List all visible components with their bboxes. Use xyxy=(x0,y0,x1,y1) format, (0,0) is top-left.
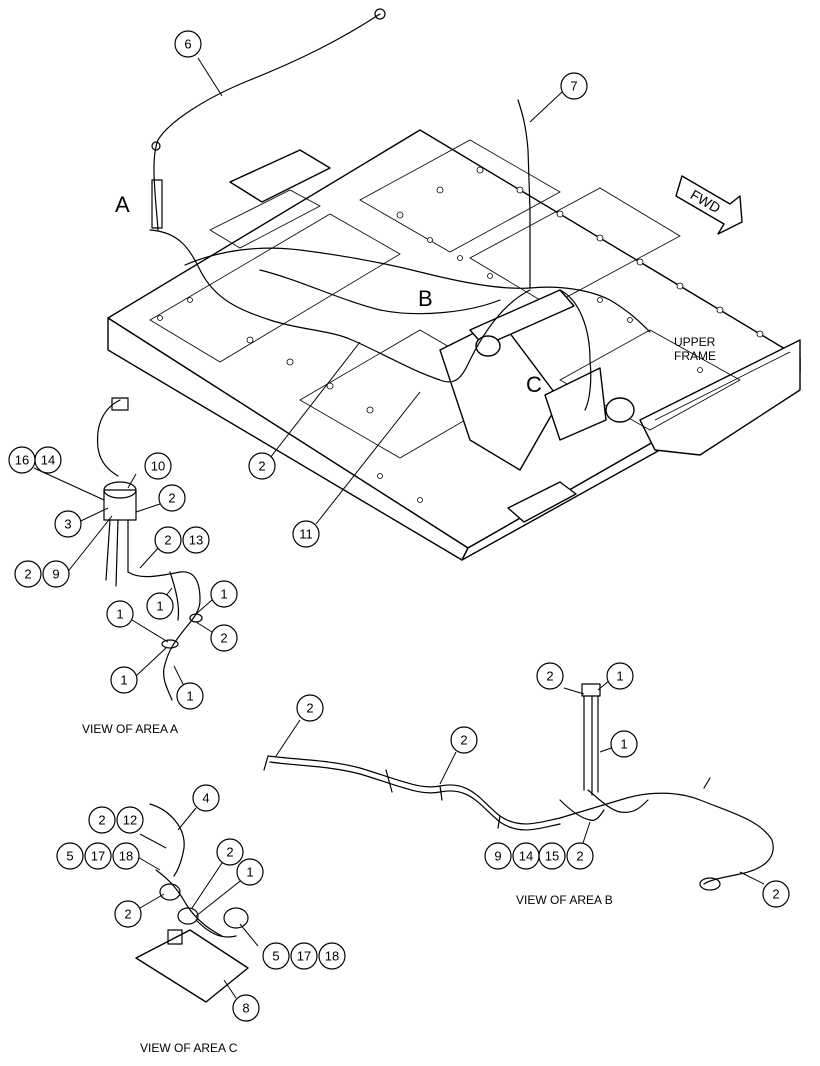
svg-text:1: 1 xyxy=(156,599,163,614)
svg-text:10: 10 xyxy=(151,459,165,474)
callout: 10 xyxy=(144,452,172,480)
callout: 11 xyxy=(292,520,320,548)
svg-text:13: 13 xyxy=(189,533,203,548)
callout: 6 xyxy=(174,30,202,58)
svg-text:5: 5 xyxy=(272,949,279,964)
svg-text:6: 6 xyxy=(184,37,191,52)
svg-text:1: 1 xyxy=(620,737,627,752)
callout: 2 xyxy=(154,526,182,554)
svg-text:1: 1 xyxy=(120,673,127,688)
svg-text:2: 2 xyxy=(772,887,779,902)
callout: 7 xyxy=(560,72,588,100)
svg-text:4: 4 xyxy=(202,791,209,806)
svg-text:9: 9 xyxy=(494,849,501,864)
callout: 2 xyxy=(14,560,42,588)
callout: 1 xyxy=(610,730,638,758)
callout: 1 xyxy=(106,600,134,628)
callout: 3 xyxy=(54,510,82,538)
callout: 1 xyxy=(176,682,204,710)
callout: 9 xyxy=(42,560,70,588)
svg-text:9: 9 xyxy=(52,567,59,582)
svg-text:2: 2 xyxy=(576,849,583,864)
callout: 18 xyxy=(318,942,346,970)
svg-text:2: 2 xyxy=(168,491,175,506)
svg-text:18: 18 xyxy=(119,849,133,864)
callout: 16 xyxy=(8,446,36,474)
svg-text:2: 2 xyxy=(220,631,227,646)
callout: 13 xyxy=(182,526,210,554)
caption-area-b: VIEW OF AREA B xyxy=(516,893,613,907)
callout: 1 xyxy=(606,662,634,690)
svg-text:12: 12 xyxy=(123,813,137,828)
svg-text:1: 1 xyxy=(220,587,227,602)
callout: 8 xyxy=(232,994,260,1022)
area-label-c: C xyxy=(526,372,542,397)
svg-text:15: 15 xyxy=(545,849,559,864)
callout: 15 xyxy=(538,842,566,870)
callout: 2 xyxy=(216,838,244,866)
svg-text:1: 1 xyxy=(186,689,193,704)
caption-area-a: VIEW OF AREA A xyxy=(82,722,178,736)
svg-text:16: 16 xyxy=(15,453,29,468)
svg-text:2: 2 xyxy=(258,459,265,474)
callout: 17 xyxy=(290,942,318,970)
svg-text:5: 5 xyxy=(66,849,73,864)
callout: 2 xyxy=(296,694,324,722)
area-label-a: A xyxy=(115,192,130,217)
callout: 18 xyxy=(112,842,140,870)
forward-arrow-icon: FWD xyxy=(675,175,743,235)
callout: 1 xyxy=(146,592,174,620)
callout: 2 xyxy=(762,880,790,908)
callout: 2 xyxy=(248,452,276,480)
callout: 14 xyxy=(34,446,62,474)
svg-text:2: 2 xyxy=(164,533,171,548)
svg-text:1: 1 xyxy=(246,865,253,880)
callout: 2 xyxy=(158,484,186,512)
svg-text:2: 2 xyxy=(546,669,553,684)
callout: 2 xyxy=(114,900,142,928)
callout: 5 xyxy=(262,942,290,970)
callout: 4 xyxy=(192,784,220,812)
svg-text:11: 11 xyxy=(299,527,313,542)
callout: 1 xyxy=(236,858,264,886)
svg-text:3: 3 xyxy=(64,517,71,532)
callout: 2 xyxy=(450,726,478,754)
svg-text:2: 2 xyxy=(124,907,131,922)
svg-text:2: 2 xyxy=(460,733,467,748)
area-b-detail xyxy=(263,683,774,891)
svg-text:2: 2 xyxy=(226,845,233,860)
area-a-detail xyxy=(96,397,203,701)
callout: 12 xyxy=(116,806,144,834)
area-c-detail xyxy=(135,803,249,1003)
callout: 9 xyxy=(484,842,512,870)
frame-label-line-1: UPPER xyxy=(674,335,716,349)
callout: 2 xyxy=(88,806,116,834)
callout: 1 xyxy=(110,666,138,694)
caption-area-c: VIEW OF AREA C xyxy=(140,1041,238,1055)
svg-text:2: 2 xyxy=(306,701,313,716)
svg-text:14: 14 xyxy=(519,849,533,864)
callout: 14 xyxy=(512,842,540,870)
svg-text:7: 7 xyxy=(570,79,577,94)
svg-text:17: 17 xyxy=(297,949,311,964)
svg-text:2: 2 xyxy=(24,567,31,582)
upper-frame-drawing xyxy=(107,8,801,561)
svg-text:18: 18 xyxy=(325,949,339,964)
svg-text:17: 17 xyxy=(91,849,105,864)
callout: 2 xyxy=(536,662,564,690)
svg-text:8: 8 xyxy=(242,1001,249,1016)
svg-text:1: 1 xyxy=(616,669,623,684)
frame-label-line-2: FRAME xyxy=(674,349,716,363)
callout: 17 xyxy=(84,842,112,870)
svg-text:14: 14 xyxy=(41,453,55,468)
svg-text:1: 1 xyxy=(116,607,123,622)
callout: 2 xyxy=(210,624,238,652)
svg-text:2: 2 xyxy=(98,813,105,828)
callout: 2 xyxy=(566,842,594,870)
callout: 1 xyxy=(210,580,238,608)
area-label-b: B xyxy=(418,286,433,311)
callout: 5 xyxy=(56,842,84,870)
